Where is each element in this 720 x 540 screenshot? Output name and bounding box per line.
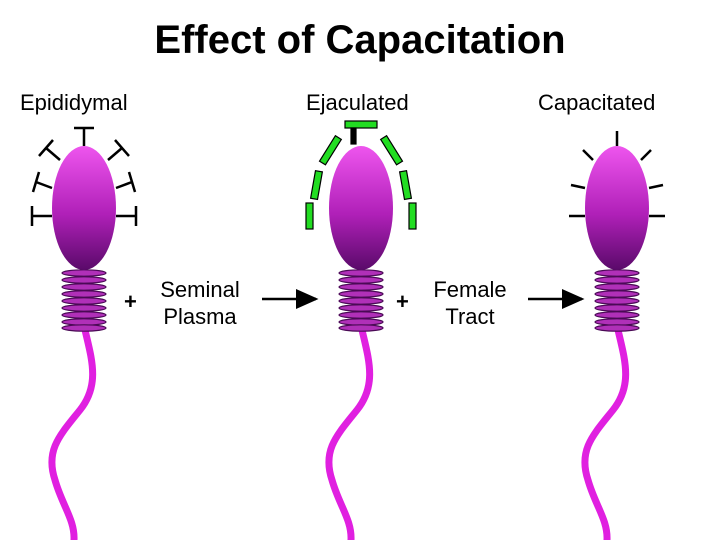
sperm-ejaculated: [305, 120, 417, 540]
step-seminal-line2: Plasma: [163, 304, 237, 329]
plus-sign-female: +: [396, 289, 409, 314]
plus-sign-seminal: +: [124, 289, 137, 314]
sperm-tail: [48, 326, 97, 540]
sperm-head: [585, 146, 649, 270]
sperm-head: [329, 146, 393, 270]
sperm-head: [52, 146, 116, 270]
step-label-female-tract: Female Tract: [422, 276, 518, 330]
stage-label-epididymal: Epididymal: [20, 90, 128, 115]
receptor-markers: [30, 126, 138, 226]
sperm-midpiece: [61, 269, 107, 332]
sperm-tail: [325, 326, 374, 540]
exposed-receptors: [569, 131, 665, 218]
stage-label-ejaculated: Ejaculated: [306, 90, 409, 115]
page-title: Effect of Capacitation: [154, 18, 566, 62]
sperm-epididymal: [30, 126, 138, 540]
sperm-midpiece: [338, 269, 384, 332]
step-female-line2: Tract: [445, 304, 495, 329]
step-female-line1: Female: [433, 277, 507, 302]
step-label-seminal-plasma: Seminal Plasma: [150, 276, 250, 330]
seminal-plasma-coat: [305, 120, 417, 230]
stage-label-capacitated: Capacitated: [538, 90, 656, 115]
sperm-midpiece: [594, 269, 640, 332]
sperm-tail: [581, 326, 630, 540]
sperm-capacitated: [569, 131, 665, 540]
step-seminal-line1: Seminal: [160, 277, 240, 302]
